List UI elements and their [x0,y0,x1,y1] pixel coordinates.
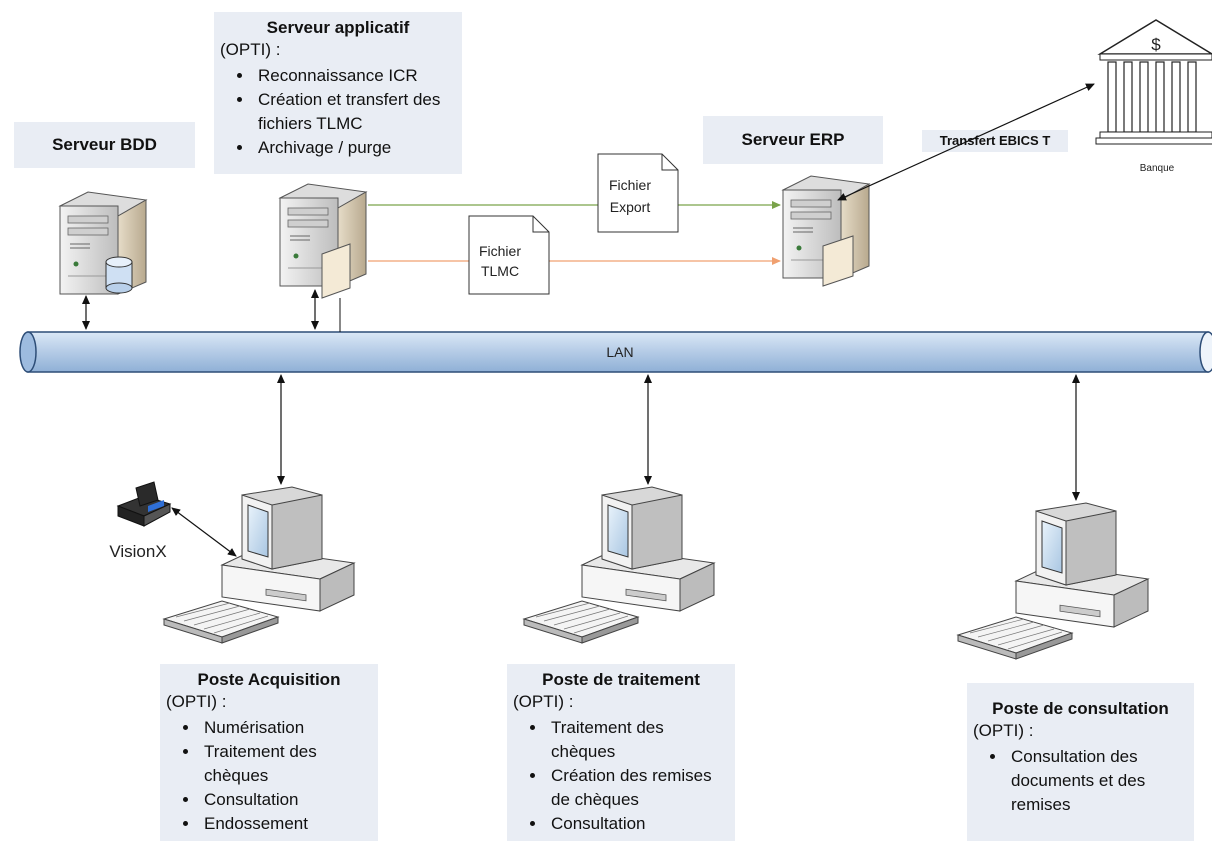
station-consultation-box: Poste de consultation (OPTI) : Consultat… [967,683,1194,841]
list-item: Consultation des documents et des remise… [1007,745,1181,817]
list-item: Reconnaissance ICR [254,64,456,88]
tlmc-file-line1: Fichier [479,243,521,259]
app-server-icon [279,183,367,299]
station-traitement-list: Traitement des chèques Création des remi… [513,716,729,836]
lan-label: LAN [606,344,633,360]
bdd-server-title: Serveur BDD [52,135,157,154]
bank-icon [1095,19,1212,145]
traitement-computer-icon [523,486,715,644]
station-consultation-list: Consultation des documents et des remise… [973,745,1188,817]
app-server-list: Reconnaissance ICR Création et transfert… [220,64,456,160]
export-file-line2: Export [610,199,651,215]
scanner-icon [116,481,172,527]
list-item: Numérisation [200,716,372,740]
app-server-title: Serveur applicatif [266,18,410,37]
folder-icon [822,235,854,287]
export-file-line1: Fichier [609,177,651,193]
station-acquisition-title: Poste Acquisition [197,670,341,689]
list-item: Consultation [200,788,372,812]
folder-icon [321,243,351,299]
database-icon [105,256,133,294]
erp-server-title: Serveur ERP [741,130,845,149]
acquisition-computer-icon [163,486,355,644]
consultation-computer-icon [957,502,1149,660]
station-consultation-title: Poste de consultation [992,699,1169,718]
ebics-arrow [837,83,1095,201]
list-item: Création et transfert des fichiers TLMC [254,88,456,136]
lan-bus [19,331,1212,373]
list-item: Endossement [200,812,372,836]
scanner-label: VisionX [109,542,166,561]
station-traitement-sub: (OPTI) : [513,692,574,711]
list-item: Création des remises de chèques [547,764,731,812]
station-acquisition-sub: (OPTI) : [166,692,227,711]
scanner-arrow [171,507,237,557]
station-acquisition-box: Poste Acquisition (OPTI) : Numérisation … [160,664,378,841]
station-consultation-sub: (OPTI) : [973,721,1034,740]
bank-symbol: $ [1151,35,1161,54]
list-item: Traitement des chèques [547,716,691,764]
station-traitement-title: Poste de traitement [542,670,700,689]
app-server-sub: (OPTI) : [220,40,281,59]
list-item: Traitement des chèques [200,740,344,788]
bdd-server-icon [59,191,147,295]
erp-server-icon [782,175,870,287]
list-item: Archivage / purge [254,136,456,160]
station-acquisition-list: Numérisation Traitement des chèques Cons… [166,716,372,836]
list-item: Consultation [547,812,729,836]
app-server-box: Serveur applicatif (OPTI) : Reconnaissan… [214,12,462,174]
export-file-icon [597,153,679,233]
station-traitement-box: Poste de traitement (OPTI) : Traitement … [507,664,735,841]
bdd-server-box: Serveur BDD [14,122,195,168]
bank-label: Banque [1140,163,1175,174]
tlmc-file-line2: TLMC [481,263,519,279]
